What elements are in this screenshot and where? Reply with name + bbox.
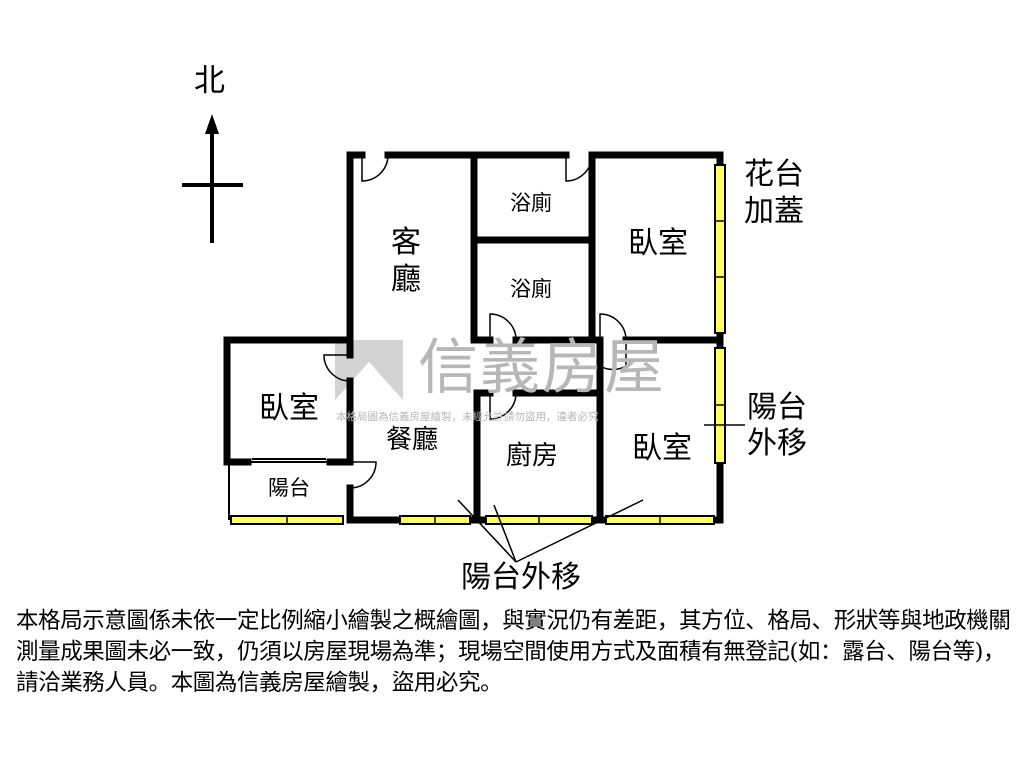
annotation-balcony-east-line1: 陽台 [747, 390, 807, 425]
room-bath-upper: 浴廁 [510, 191, 552, 215]
annotation-balcony-east-line2: 外移 [747, 426, 807, 461]
room-living-line2: 廳 [391, 262, 421, 297]
window-mullions [286, 220, 725, 524]
compass-north-label: 北 [194, 63, 225, 99]
disclaimer-text: 本格局示意圖係未依一定比例縮小繪製之概繪圖，與實況仍有差距，其方位、格局、形狀等… [16, 608, 1011, 696]
annotation-balcony-south: 陽台外移 [461, 560, 581, 595]
watermark-notice: 本格局圖為信義房屋繪製，未經允許請勿盜用，違者必究 [336, 411, 599, 423]
room-bedroom-w: 臥室 [259, 391, 319, 426]
room-living-line1: 客 [391, 225, 421, 260]
balcony-walls [228, 458, 330, 520]
room-dining: 餐廳 [386, 425, 439, 455]
room-kitchen: 廚房 [506, 441, 559, 471]
room-bedroom-ne: 臥室 [628, 226, 688, 261]
door-swings [323, 154, 627, 489]
floor-plan [182, 114, 745, 563]
annotation-flower-bed-line1: 花台 [744, 157, 804, 192]
north-arrow-icon [182, 114, 243, 243]
room-balcony: 陽台 [268, 476, 310, 500]
watermark-brand: 信義房屋 [418, 333, 666, 403]
room-bedroom-se: 臥室 [632, 431, 692, 466]
leader-lines [457, 424, 745, 563]
watermark-logo-icon [335, 340, 403, 400]
room-bath-lower: 浴廁 [510, 277, 552, 301]
annotation-flower-bed-line2: 加蓋 [744, 194, 804, 229]
